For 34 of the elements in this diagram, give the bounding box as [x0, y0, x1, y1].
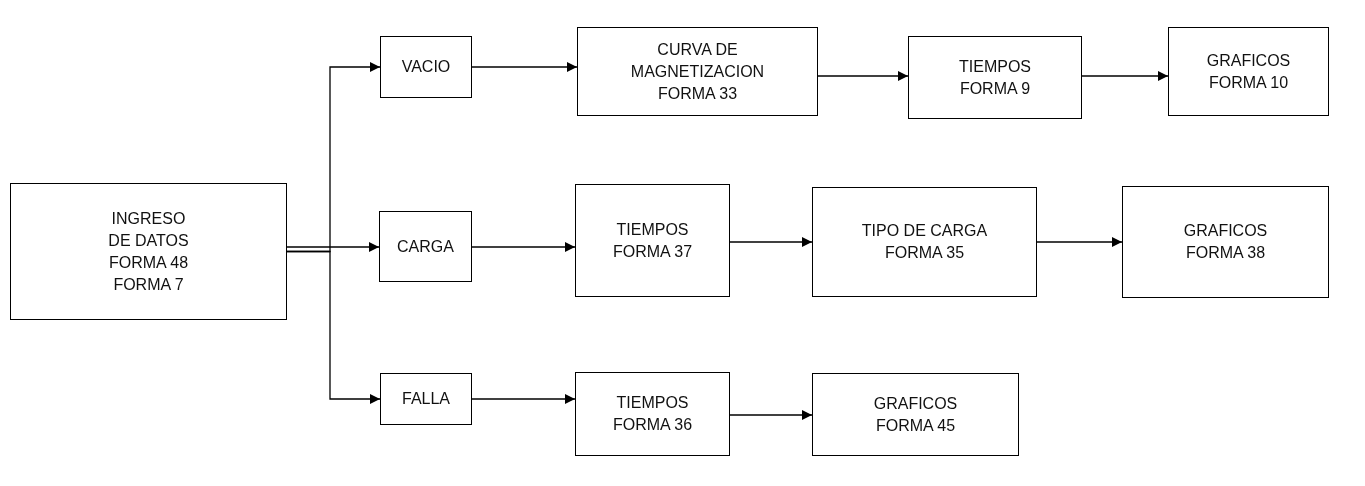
box-label: INGRESO DE DATOS FORMA 48 FORMA 7	[107, 208, 190, 295]
process-box	[10, 183, 287, 320]
box-label: TIEMPOS FORMA 37	[611, 219, 694, 262]
arrow	[471, 394, 576, 404]
box-label: CURVA DE MAGNETIZACION FORMA 33	[629, 39, 766, 104]
process-box	[575, 184, 730, 297]
process-box	[380, 36, 472, 98]
arrow	[1081, 71, 1169, 81]
box-label: VACIO	[401, 57, 451, 77]
process-box	[379, 211, 472, 282]
arrow	[286, 242, 380, 252]
box-label: TIPO DE CARGA FORMA 35	[860, 221, 989, 263]
box-label: TIEMPOS FORMA 36	[611, 393, 694, 435]
process-box	[577, 27, 818, 116]
arrow	[1036, 237, 1123, 247]
box-label: GRAFICOS FORMA 38	[1182, 221, 1269, 263]
process-box	[380, 373, 472, 425]
box-label: FALLA	[402, 389, 450, 409]
arrow	[729, 410, 813, 420]
arrow	[286, 250, 381, 404]
box-label: GRAFICOS FORMA 45	[872, 393, 959, 436]
process-box	[812, 373, 1019, 456]
arrow	[471, 62, 578, 72]
arrow	[471, 242, 576, 252]
process-box	[812, 187, 1037, 297]
process-box	[575, 372, 730, 456]
box-label: TIEMPOS FORMA 9	[958, 56, 1032, 99]
arrow	[817, 71, 909, 81]
box-label: CARGA	[397, 236, 454, 257]
box-label: GRAFICOS FORMA 10	[1205, 50, 1292, 93]
process-box	[908, 36, 1082, 119]
arrow	[729, 237, 813, 247]
process-box	[1168, 27, 1329, 116]
process-box	[1122, 186, 1329, 298]
